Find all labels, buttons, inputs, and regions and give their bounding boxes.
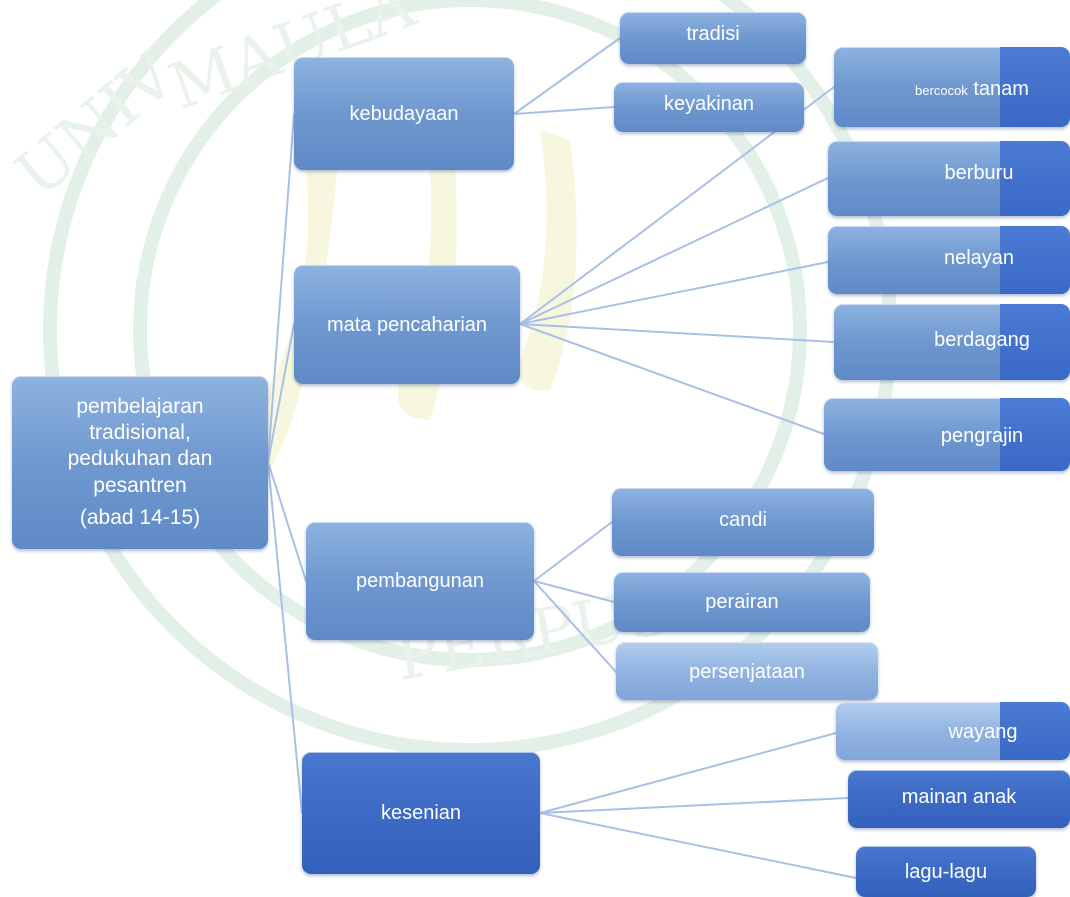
leaf-berdagang: berdagang [834,304,1070,380]
root-line-3: pedukuhan dan [67,447,213,471]
connector-pb-candi [533,521,613,582]
connector-pb-perairan [533,580,615,603]
branch-label: kebudayaan [349,102,459,125]
leaf-mainan-anak: mainan anak [848,770,1070,828]
connector-mp-berdagang [519,323,835,343]
connector-root-mata-pencaharian [267,323,295,463]
root-line-4: pesantren [93,473,187,497]
leaf-wayang: wayang [836,702,1070,760]
leaf-pengrajin: pengrajin [824,398,1070,471]
branch-pembangunan: pembangunan [306,522,534,640]
leaf-lagu-lagu: lagu-lagu [856,846,1036,897]
connector-pb-persenjataan [533,580,617,673]
branch-mata-pencaharian: mata pencaharian [294,265,520,384]
leaf-nelayan: nelayan [828,226,1070,294]
connector-ks-wayang [539,732,837,814]
root-node: pembelajaran tradisional, pedukuhan dan … [12,376,268,549]
leaf-bercocok-big: tanam [973,78,1029,100]
leaf-berburu: berburu [828,141,1070,216]
leaf-candi: candi [612,488,874,556]
root-line-1: pembelajaran [76,394,204,418]
connector-ks-lagu [539,812,857,879]
connector-kebudayaan-tradisi [513,37,621,115]
root-line-2: tradisional, [89,421,191,445]
leaf-perairan: perairan [614,572,870,632]
connector-root-kebudayaan [267,113,295,463]
leaf-persenjataan: persenjataan [616,642,878,700]
connector-root-kesenian [267,461,303,814]
branch-label: kesenian [380,802,462,824]
leaf-bercocok-tanam: bercocok tanam [834,47,1070,127]
connector-root-pembangunan [267,461,307,582]
branch-kebudayaan: kebudayaan [294,57,514,170]
leaf-tradisi: tradisi [620,12,806,64]
leaf-bercocok-small: bercocok [915,83,968,98]
connector-mp-berburu [519,177,829,325]
leaf-keyakinan: keyakinan [614,82,804,132]
connector-kebudayaan-keyakinan [513,106,615,115]
root-subtitle: (abad 14-15) [79,505,201,529]
connector-mp-pengrajin [519,323,825,435]
branch-label: mata pencaharian [326,313,488,336]
connector-mp-nelayan [519,261,829,325]
branch-label: pembangunan [356,570,484,592]
connector-ks-mainan [539,797,849,814]
branch-kesenian: kesenian [302,752,540,874]
